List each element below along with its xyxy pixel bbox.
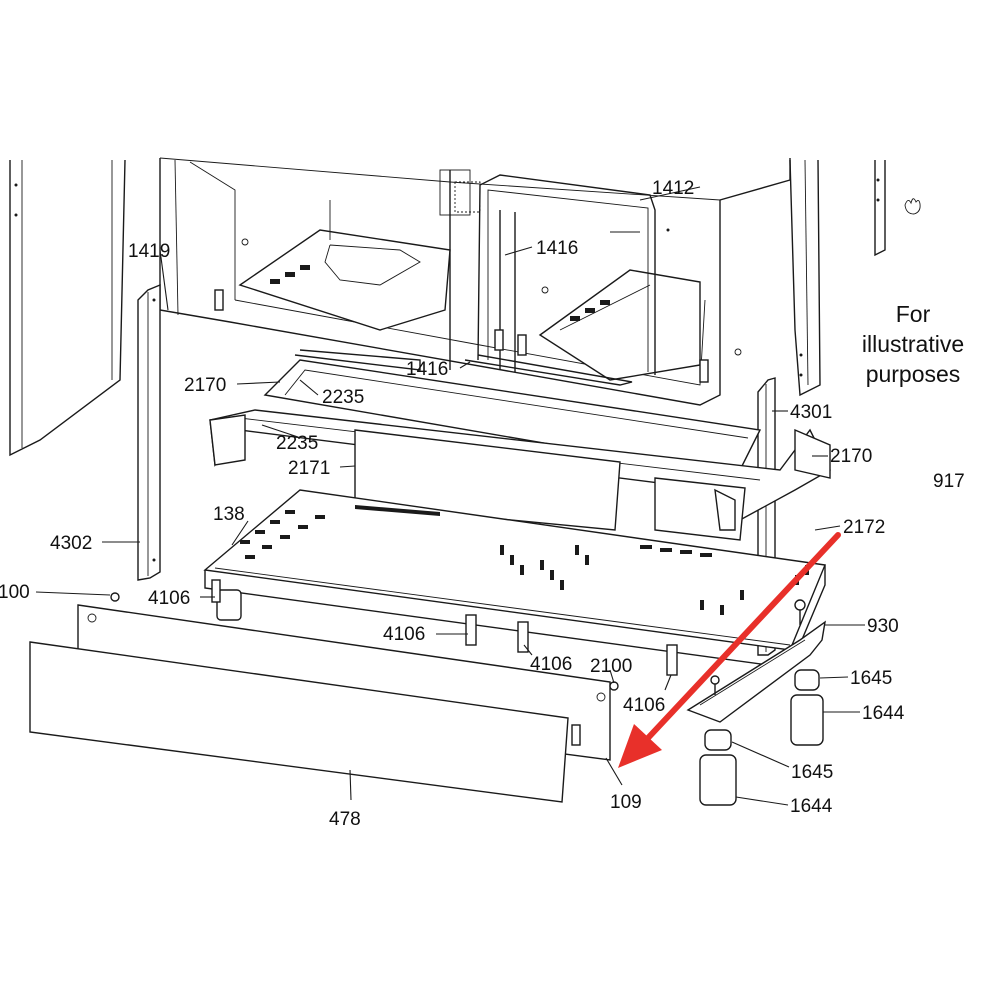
callout-2100: 2100 — [590, 656, 632, 677]
callout-1644-upper: 1644 — [862, 703, 905, 724]
callout-109: 109 — [610, 792, 642, 813]
right-side-panel — [789, 159, 921, 397]
pointer-arrow — [618, 532, 841, 768]
oven-cabinet — [159, 157, 791, 406]
callout-4106-a: 4106 — [148, 588, 190, 609]
callout-2171: 2171 — [288, 458, 330, 479]
callout-1412: 1412 — [652, 178, 694, 199]
callout-2235-lower: 2235 — [276, 433, 318, 454]
callout-1645-lower: 1645 — [791, 762, 833, 783]
callout-100: 100 — [0, 582, 30, 603]
callout-1419: 1419 — [128, 241, 170, 262]
leader-lines — [35, 186, 865, 806]
leveling-bracket — [686, 599, 826, 723]
callout-917: 917 — [933, 471, 965, 492]
base-tray — [203, 489, 826, 676]
callout-2172: 2172 — [843, 517, 885, 538]
callout-4106-d: 4106 — [623, 695, 665, 716]
callout-4106-c: 4106 — [530, 654, 572, 675]
callout-2170-right: 2170 — [830, 446, 872, 467]
note-line-1: For — [896, 301, 931, 327]
callout-labels: 1412 1419 1416 1416 2170 2235 2235 2171 … — [0, 178, 965, 830]
bracket-4302 — [137, 283, 161, 581]
callout-1645-upper: 1645 — [850, 668, 892, 689]
callout-478: 478 — [329, 809, 361, 830]
callout-138: 138 — [213, 504, 245, 525]
callout-1416-upper: 1416 — [536, 238, 578, 259]
callout-2170-left: 2170 — [184, 375, 226, 396]
callout-4302: 4302 — [50, 533, 92, 554]
callout-1644-lower: 1644 — [790, 796, 833, 817]
illustrative-note: For illustrative purposes — [862, 301, 964, 387]
callout-1416-lower: 1416 — [406, 359, 448, 380]
tray-slots — [240, 510, 809, 615]
trim-assembly — [209, 349, 831, 541]
callout-2235-upper: 2235 — [322, 387, 364, 408]
kick-panel — [29, 592, 619, 803]
callout-4106-b: 4106 — [383, 624, 425, 645]
note-line-2: illustrative — [862, 331, 964, 357]
note-line-3: purposes — [866, 361, 961, 387]
callout-4301: 4301 — [790, 402, 832, 423]
left-side-panel — [9, 159, 126, 457]
callout-930: 930 — [867, 616, 899, 637]
leveling-feet — [699, 669, 824, 806]
